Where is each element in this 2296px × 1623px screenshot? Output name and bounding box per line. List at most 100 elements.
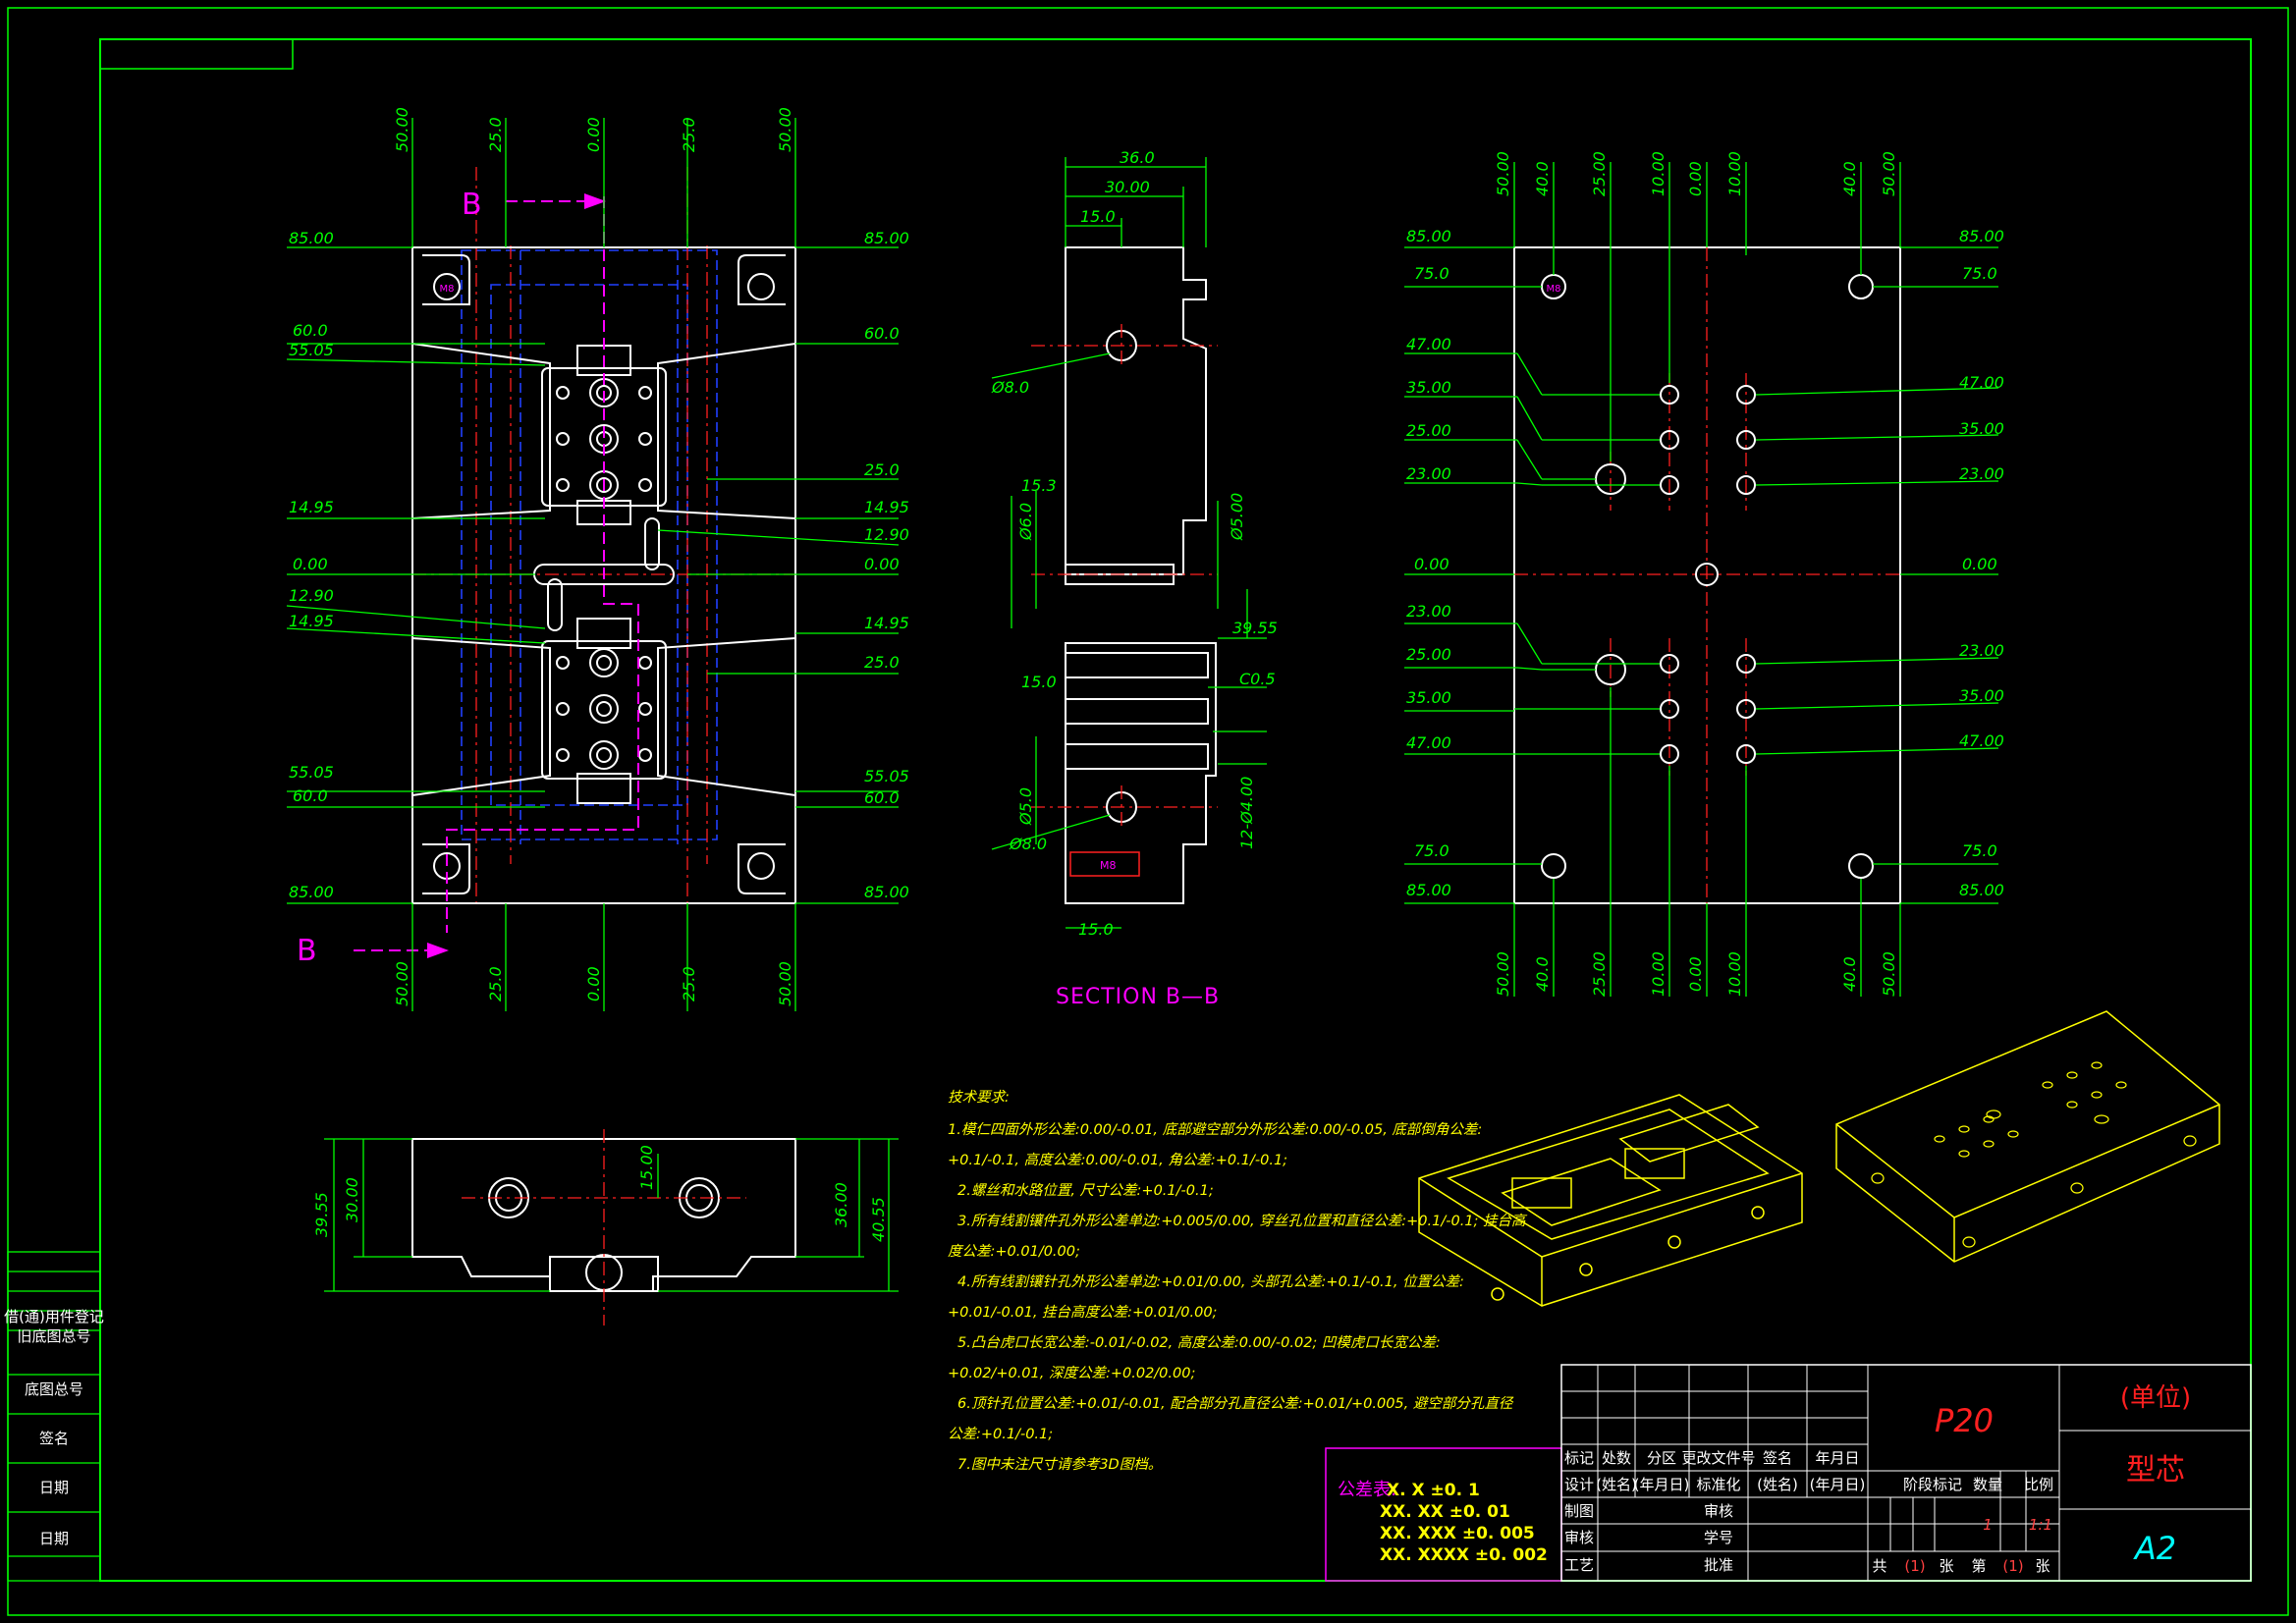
sec-dim-left-6: 15.0 (1078, 920, 1114, 939)
dim-right-10: 85.00 (864, 883, 909, 901)
rv-dim-left-1: 75.0 (1414, 264, 1449, 283)
note-line-1: +0.1/-0.1, 高度公差:0.00/-0.01, 角公差:+0.1/-0.… (948, 1152, 1287, 1168)
section-marker-bottom: B (297, 934, 317, 968)
right-role-0: 审核 (1704, 1502, 1733, 1520)
material: P20 (1935, 1402, 1994, 1439)
bv-dim-4: 40.55 (869, 1197, 888, 1242)
rv-dim-right-1: 75.0 (1962, 264, 1997, 283)
role-0: 制图 (1564, 1502, 1594, 1520)
dim-left-2: 55.05 (289, 341, 334, 359)
quantity: 1 (1983, 1516, 1993, 1534)
note-line-6: +0.01/-0.01, 挂台高度公差:+0.01/0.00; (948, 1304, 1217, 1321)
dim-right-9: 60.0 (864, 788, 900, 807)
sec-dim-left-4: Ø5.0 (1016, 787, 1035, 826)
design-0: 设计 (1564, 1476, 1594, 1493)
rv-dim-bottom-7: 50.00 (1880, 951, 1898, 997)
rv-dim-left-4: 25.00 (1406, 421, 1451, 440)
hdr-1: 处数 (1602, 1449, 1631, 1467)
dim-bottom-3: 25.0 (680, 966, 698, 1001)
dim-right-8: 55.05 (864, 767, 909, 785)
hdr-5: 年月日 (1815, 1449, 1859, 1467)
corner-code-box (99, 38, 294, 70)
section-title: SECTION B—B (1056, 985, 1220, 1009)
note-line-7: 5.凸台虎口长宽公差:-0.01/-0.02, 高度公差:0.00/-0.02;… (957, 1334, 1441, 1351)
top-view: M8 B B (286, 107, 909, 1011)
dim-top-3: 25.0 (680, 117, 698, 152)
rv-dim-bottom-4: 0.00 (1686, 956, 1705, 992)
rv-dim-left-11: 75.0 (1414, 841, 1449, 860)
dim-right-6: 14.95 (864, 614, 909, 632)
rv-dim-right-2: 47.00 (1959, 373, 2004, 392)
sec-dim-left-5: Ø8.0 (1009, 835, 1047, 853)
side-label-0: 借(通)用件登记 (4, 1308, 104, 1325)
sec-dim-left-3: 15.0 (1021, 673, 1057, 691)
rv-dim-right-9: 75.0 (1962, 841, 1997, 860)
tolerance-box: 公差表: X. X ±0. 1 XX. XX ±0. 01 XX. XXX ±0… (1325, 1447, 1562, 1582)
dim-right-4: 12.90 (864, 525, 909, 544)
part-name: 型芯 (2126, 1453, 2185, 1488)
dim-right-3: 14.95 (864, 498, 909, 516)
note-line-2: 2.螺丝和水路位置, 尺寸公差:+0.1/-0.1; (957, 1182, 1214, 1199)
side-label-5: 日期 (39, 1530, 69, 1547)
design-5: (年月日) (1810, 1476, 1866, 1493)
notes-heading: 技术要求: (948, 1089, 1010, 1106)
dim-left-7: 55.05 (289, 763, 334, 782)
rv-dim-right-4: 23.00 (1959, 464, 2004, 483)
rv-dim-top-3: 10.00 (1649, 151, 1667, 196)
hdr-0: 标记 (1564, 1449, 1594, 1467)
side-label-1: 旧底图总号 (17, 1327, 90, 1345)
sec-dim-top-1: 30.00 (1105, 178, 1150, 196)
dim-right-1: 60.0 (864, 324, 900, 343)
corner-hole (433, 273, 461, 300)
rv-dim-right-6: 23.00 (1959, 641, 2004, 660)
tolerance-row-0: X. X ±0. 1 (1387, 1481, 1480, 1500)
rv-dim-left-3: 35.00 (1406, 378, 1451, 397)
section-view: M8 36.0 30.00 (991, 148, 1278, 1009)
hole-label: M8 (440, 284, 455, 295)
rv-dim-top-7: 50.00 (1880, 151, 1898, 196)
dim-top-0: 50.00 (393, 107, 411, 152)
dim-top-4: 50.00 (776, 107, 794, 152)
hdr-2: 分区 (1647, 1449, 1676, 1467)
dim-bottom-4: 50.00 (776, 961, 794, 1006)
dim-left-5: 12.90 (289, 586, 334, 605)
rv-dim-top-5: 10.00 (1725, 151, 1744, 196)
outer-border (7, 7, 2289, 1616)
sec-dim-right-1: 39.55 (1232, 619, 1278, 637)
rv-dim-left-9: 35.00 (1406, 688, 1451, 707)
sec-dim-left-1: 15.3 (1021, 476, 1057, 495)
sec-dim-top-2: 15.0 (1080, 207, 1116, 226)
bv-dim-2: 15.00 (637, 1145, 656, 1190)
sheet-2: 张 (1939, 1557, 1953, 1575)
right-role-2: 批准 (1704, 1556, 1733, 1574)
sec-dim-right-0: Ø5.00 (1228, 493, 1246, 541)
rv-dim-bottom-2: 25.00 (1590, 951, 1609, 997)
sec-dim-right-2: C0.5 (1239, 670, 1276, 688)
sheet-1: (1) (1904, 1557, 1925, 1575)
note-line-11: 7.图中未注尺寸请参考3D图档。 (957, 1456, 1162, 1473)
dim-left-9: 85.00 (289, 883, 334, 901)
thread-label: M8 (1100, 859, 1117, 872)
dim-bottom-1: 25.0 (486, 966, 505, 1001)
hdr-4: 签名 (1763, 1449, 1792, 1467)
note-line-10: 公差:+0.1/-0.1; (948, 1426, 1053, 1442)
stage-header-1: 数量 (1973, 1476, 2002, 1493)
rv-dim-top-2: 25.00 (1590, 151, 1609, 196)
scale: 1:1 (2029, 1516, 2052, 1534)
inner-border (99, 38, 2252, 1582)
right-role-1: 学号 (1704, 1529, 1733, 1546)
rv-dim-left-6: 0.00 (1414, 555, 1449, 573)
rv-dim-bottom-5: 10.00 (1725, 951, 1744, 997)
dim-left-3: 14.95 (289, 498, 334, 516)
isometric-core (1835, 1010, 2220, 1263)
dim-top-2: 0.00 (584, 117, 603, 152)
rv-dim-left-2: 47.00 (1406, 335, 1451, 353)
sec-dim-top-0: 36.0 (1120, 148, 1155, 167)
dim-bottom-0: 50.00 (393, 961, 411, 1006)
dim-left-0: 85.00 (289, 229, 334, 247)
bv-dim-1: 30.00 (343, 1177, 361, 1222)
sheet-0: 共 (1872, 1557, 1886, 1575)
rv-dim-top-0: 50.00 (1494, 151, 1512, 196)
sec-dim-right-3: 12-Ø4.00 (1237, 777, 1256, 849)
